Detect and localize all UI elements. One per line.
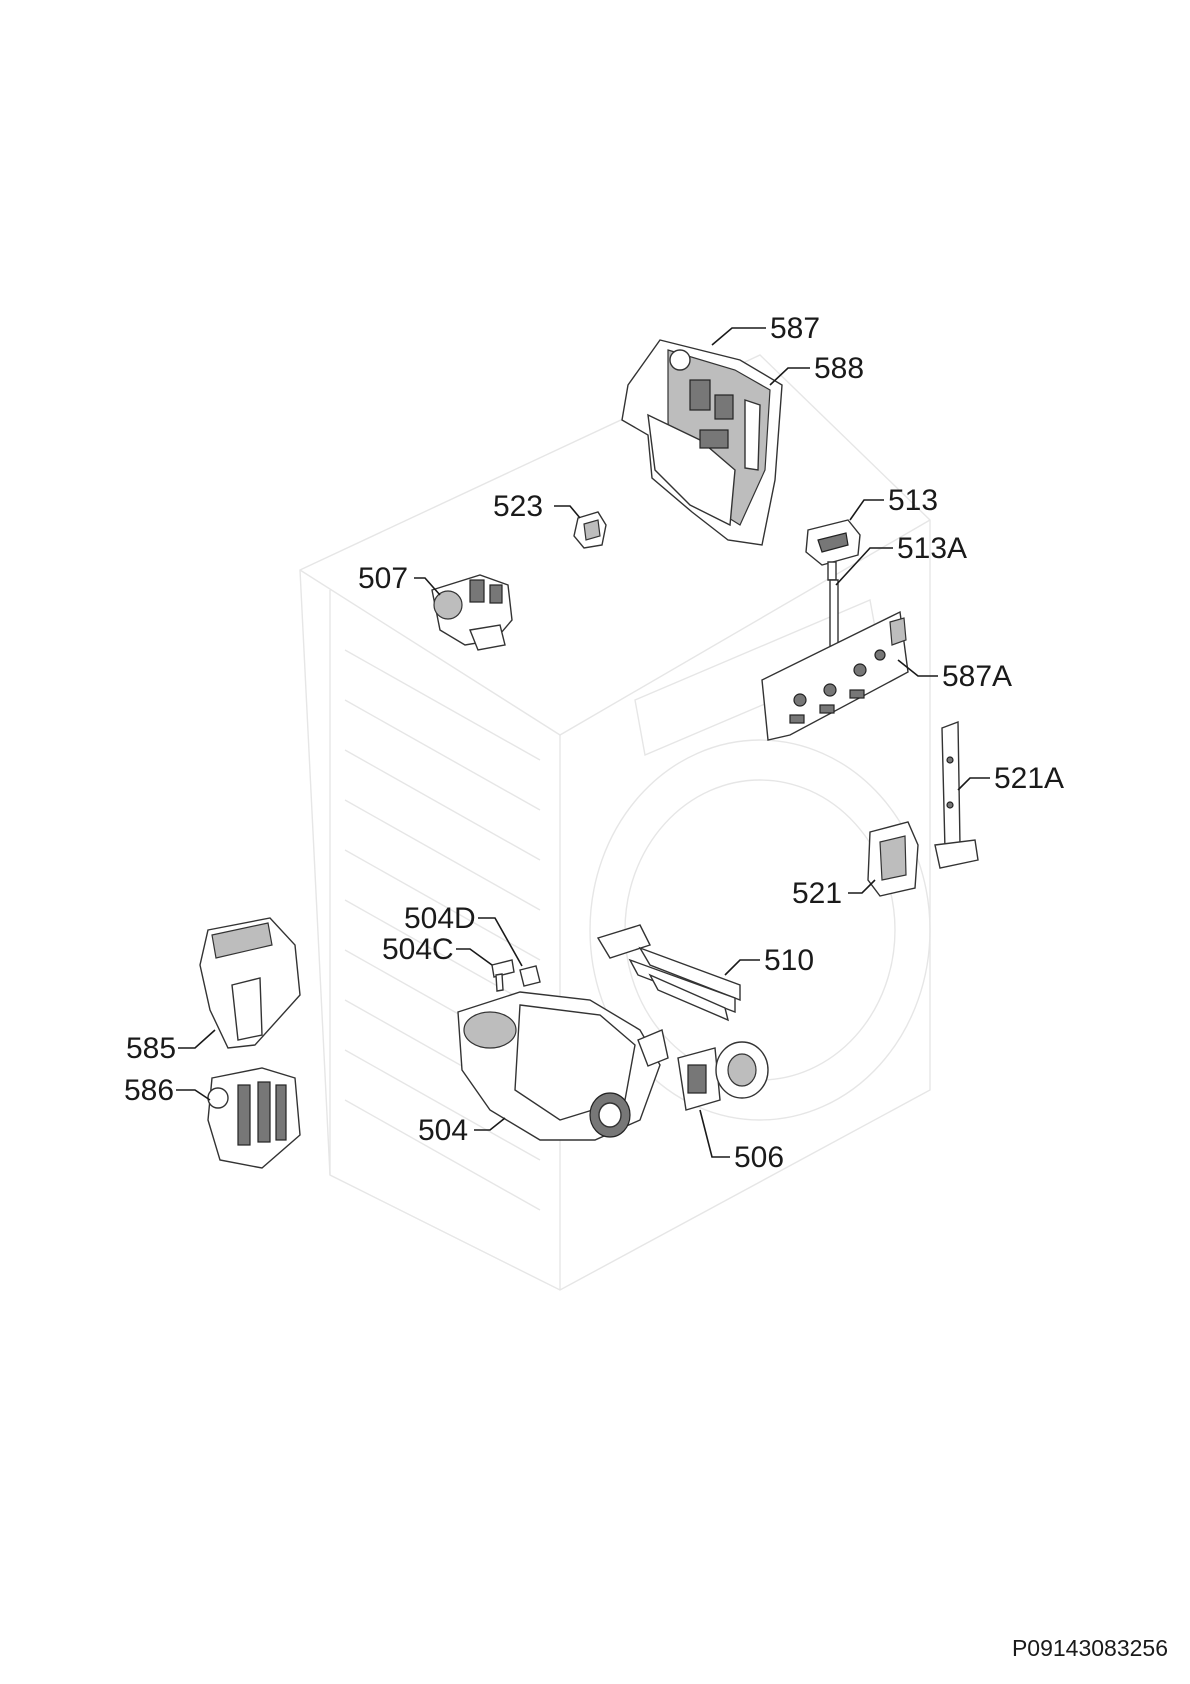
leader-lines bbox=[176, 327, 990, 1158]
part-510-heater bbox=[596, 924, 741, 1022]
leader-513 bbox=[849, 499, 884, 521]
callout-513A: 513A bbox=[897, 532, 967, 565]
callout-507: 507 bbox=[358, 562, 408, 595]
leader-587 bbox=[711, 327, 766, 346]
leader-588 bbox=[769, 367, 810, 386]
part-521A-bracket bbox=[934, 720, 979, 869]
leader-585 bbox=[178, 1029, 216, 1049]
callout-521: 521 bbox=[792, 877, 842, 910]
callout-587A: 587A bbox=[942, 660, 1012, 693]
part-513-pressure-switch bbox=[805, 519, 861, 581]
part-507-inlet-valve bbox=[431, 574, 513, 651]
part-504D-carbon-brush bbox=[519, 965, 541, 987]
part-523 bbox=[573, 511, 607, 549]
leader-523 bbox=[554, 505, 581, 519]
leader-504C bbox=[456, 948, 493, 966]
part-587A-pcb bbox=[761, 610, 909, 741]
callout-504C: 504C bbox=[382, 933, 454, 966]
callout-513: 513 bbox=[888, 484, 938, 517]
callout-504: 504 bbox=[418, 1114, 468, 1147]
part-521-door-lock bbox=[867, 821, 919, 897]
part-504-motor bbox=[457, 991, 669, 1141]
callout-585: 585 bbox=[126, 1032, 176, 1065]
cabinet-outline bbox=[299, 354, 931, 1291]
leader-504 bbox=[474, 1117, 506, 1131]
callout-588: 588 bbox=[814, 352, 864, 385]
part-504C-screw bbox=[491, 959, 515, 992]
callout-labels: 587 588 523 513 513A 507 587A 521A 521 5… bbox=[124, 312, 1064, 1174]
part-587-588-dispenser-housing bbox=[621, 339, 783, 546]
part-586-filter bbox=[207, 1067, 301, 1169]
callout-521A: 521A bbox=[994, 762, 1064, 795]
leader-504D bbox=[478, 917, 523, 967]
document-code: P09143083256 bbox=[1011, 1635, 1168, 1661]
callout-506: 506 bbox=[734, 1141, 784, 1174]
callout-587: 587 bbox=[770, 312, 820, 345]
leader-586 bbox=[176, 1089, 211, 1101]
leader-521A bbox=[957, 777, 990, 791]
leader-587A bbox=[897, 659, 938, 677]
leader-507 bbox=[414, 577, 441, 596]
leader-513A bbox=[835, 547, 893, 586]
callout-586: 586 bbox=[124, 1074, 174, 1107]
leader-506 bbox=[699, 1109, 730, 1158]
callout-504D: 504D bbox=[404, 902, 476, 935]
leader-521 bbox=[848, 879, 876, 894]
callout-523: 523 bbox=[493, 490, 543, 523]
part-506-drain-pump bbox=[677, 1041, 769, 1111]
leader-510 bbox=[724, 959, 760, 976]
part-585-cover bbox=[199, 917, 301, 1049]
callout-510: 510 bbox=[764, 944, 814, 977]
